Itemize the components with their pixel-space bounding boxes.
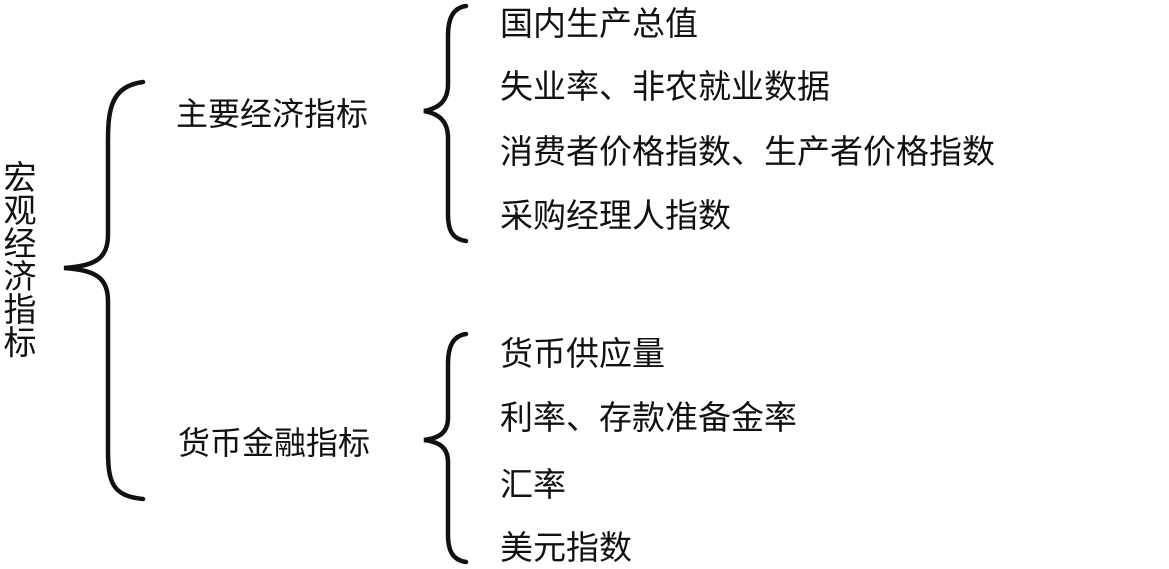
item-exchange-rate: 汇率: [500, 465, 566, 504]
group-2-brace: [423, 331, 469, 565]
item-interest-reserve-ratio: 利率、存款准备金率: [500, 398, 797, 437]
root-label: 宏观经济指标: [0, 160, 37, 358]
item-pmi: 采购经理人指数: [500, 196, 731, 235]
item-dollar-index: 美元指数: [500, 528, 632, 567]
group-label-monetary-financial: 货币金融指标: [178, 424, 371, 462]
item-unemployment-nonfarm: 失业率、非农就业数据: [500, 67, 830, 106]
item-money-supply: 货币供应量: [500, 334, 665, 373]
group-1-brace: [423, 3, 469, 244]
group-label-main-economic: 主要经济指标: [176, 95, 369, 133]
root-brace: [63, 79, 146, 502]
item-cpi-ppi: 消费者价格指数、生产者价格指数: [500, 132, 995, 171]
item-gdp: 国内生产总值: [500, 4, 698, 43]
